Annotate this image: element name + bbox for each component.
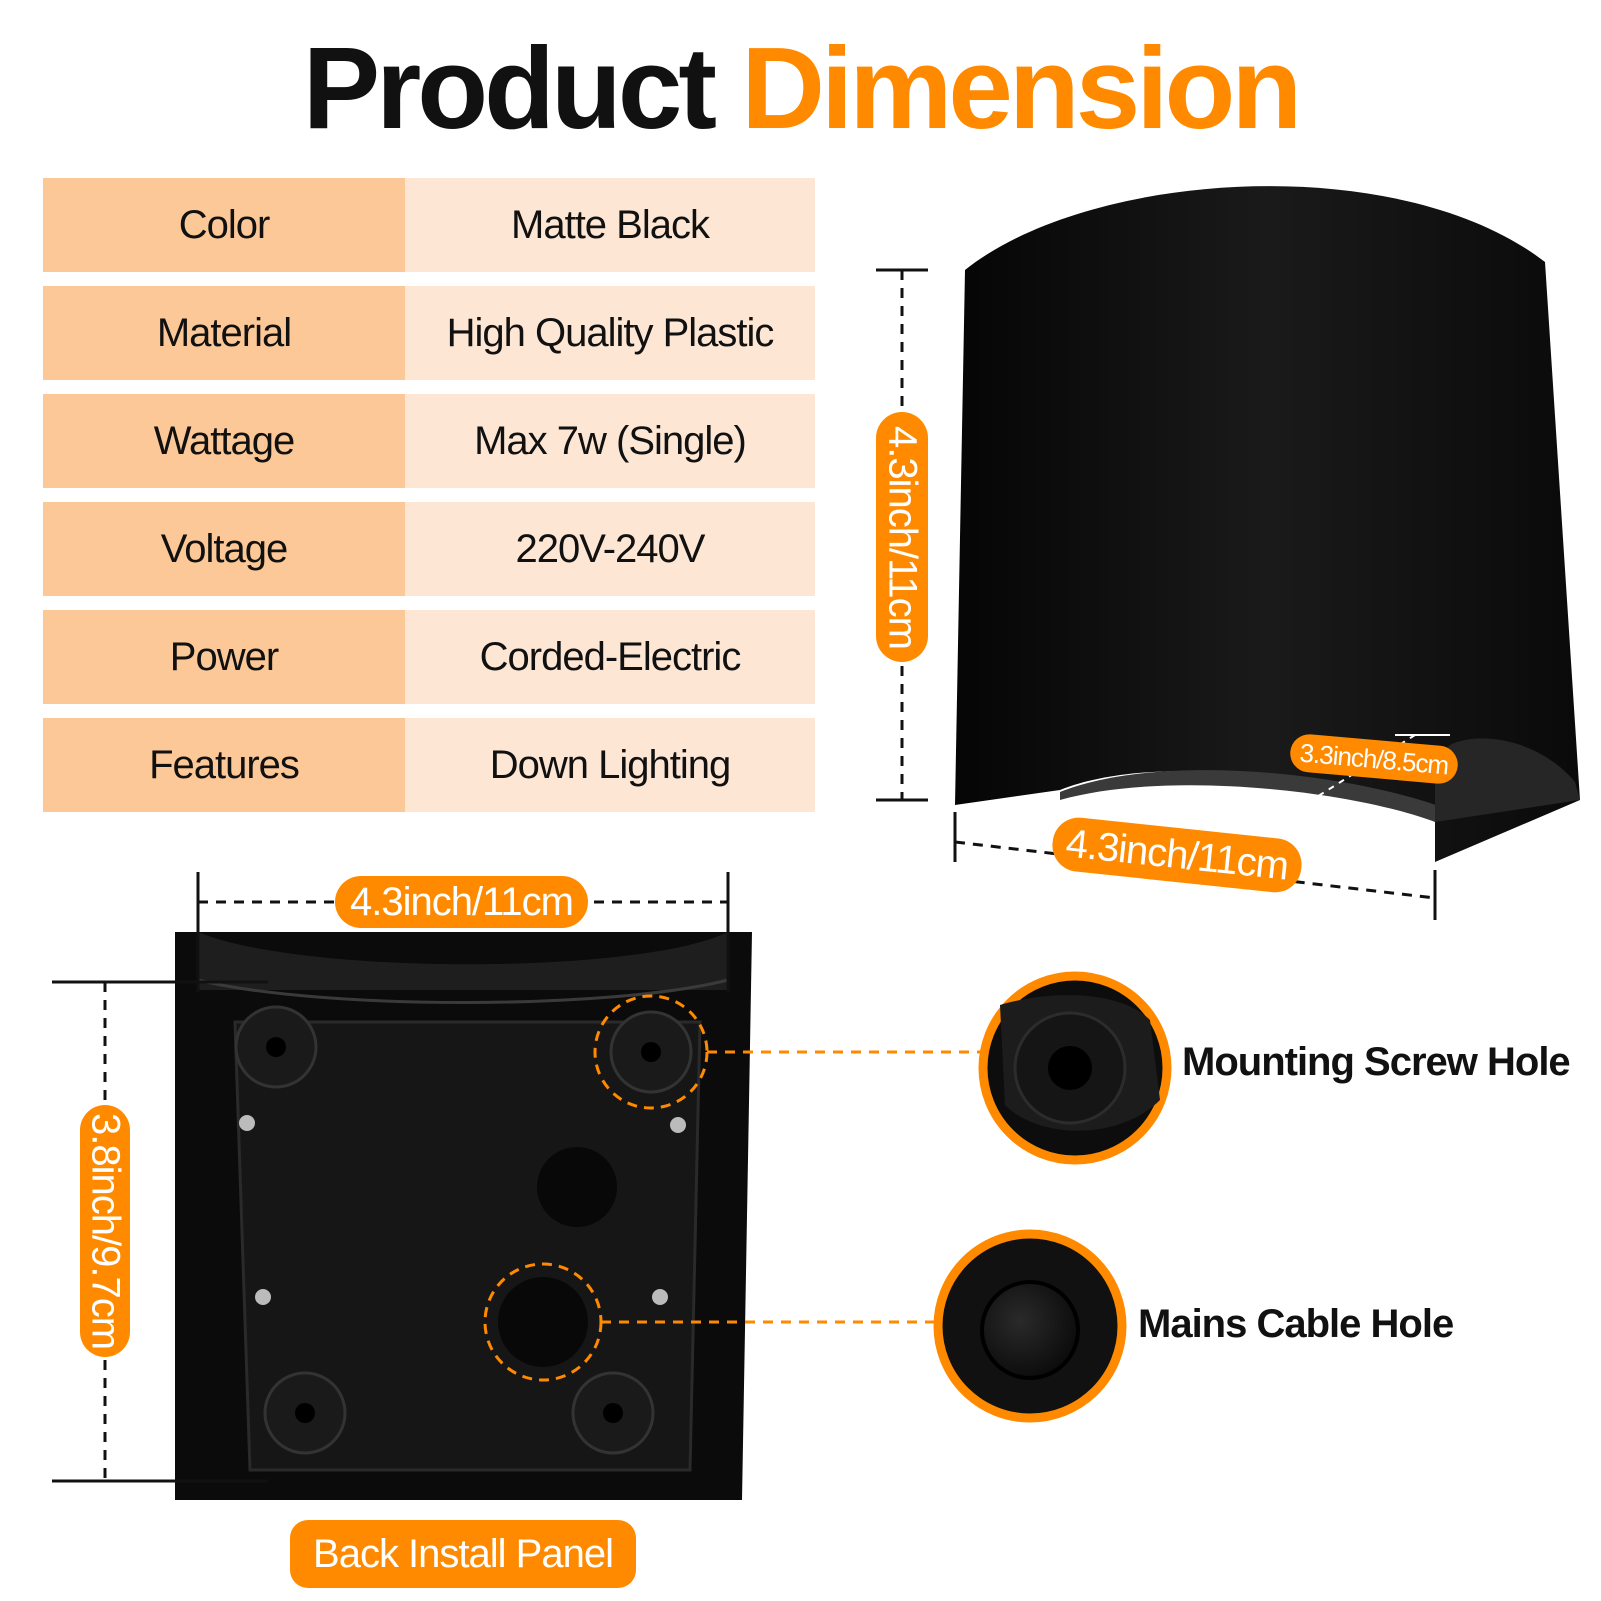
spec-label: Power xyxy=(43,610,405,704)
screw-hole-detail xyxy=(978,971,1172,1165)
panel-height-dimension xyxy=(52,980,268,1483)
title-part-1: Product xyxy=(302,23,717,153)
spec-row-color: Color Matte Black xyxy=(43,178,815,272)
spec-label: Wattage xyxy=(43,394,405,488)
spec-value: Matte Black xyxy=(405,178,815,272)
panel-width-label: 4.3inch/11cm xyxy=(335,876,588,928)
title-part-2: Dimension xyxy=(741,23,1302,153)
spec-label: Material xyxy=(43,286,405,380)
page-title: Product Dimension xyxy=(0,18,1601,158)
spec-label: Features xyxy=(43,718,405,812)
spec-value: Down Lighting xyxy=(405,718,815,812)
spec-value: Max 7w (Single) xyxy=(405,394,815,488)
spec-row-voltage: Voltage 220V-240V xyxy=(43,502,815,596)
spec-value: Corded-Electric xyxy=(405,610,815,704)
spec-row-power: Power Corded-Electric xyxy=(43,610,815,704)
cable-hole-detail xyxy=(933,1229,1127,1423)
panel-height-label: 3.8inch/9.7cm xyxy=(80,1105,130,1357)
spec-value: High Quality Plastic xyxy=(405,286,815,380)
spec-row-wattage: Wattage Max 7w (Single) xyxy=(43,394,815,488)
spec-label: Voltage xyxy=(43,502,405,596)
panel-caption: Back Install Panel xyxy=(290,1520,636,1588)
spec-label: Color xyxy=(43,178,405,272)
callout-leaders xyxy=(601,1050,985,1324)
back-panel-image xyxy=(175,932,752,1500)
screw-hole-label: Mounting Screw Hole xyxy=(1182,1040,1571,1084)
cable-hole-label: Mains Cable Hole xyxy=(1138,1302,1454,1346)
spec-row-features: Features Down Lighting xyxy=(43,718,815,812)
spec-row-material: Material High Quality Plastic xyxy=(43,286,815,380)
lamp-height-label: 4.3inch/11cm xyxy=(876,412,928,662)
lamp-height-dimension xyxy=(876,268,928,802)
panel-width-dimension xyxy=(196,872,730,992)
lamp-image xyxy=(955,186,1580,862)
spec-table: Color Matte Black Material High Quality … xyxy=(43,178,815,826)
spec-value: 220V-240V xyxy=(405,502,815,596)
